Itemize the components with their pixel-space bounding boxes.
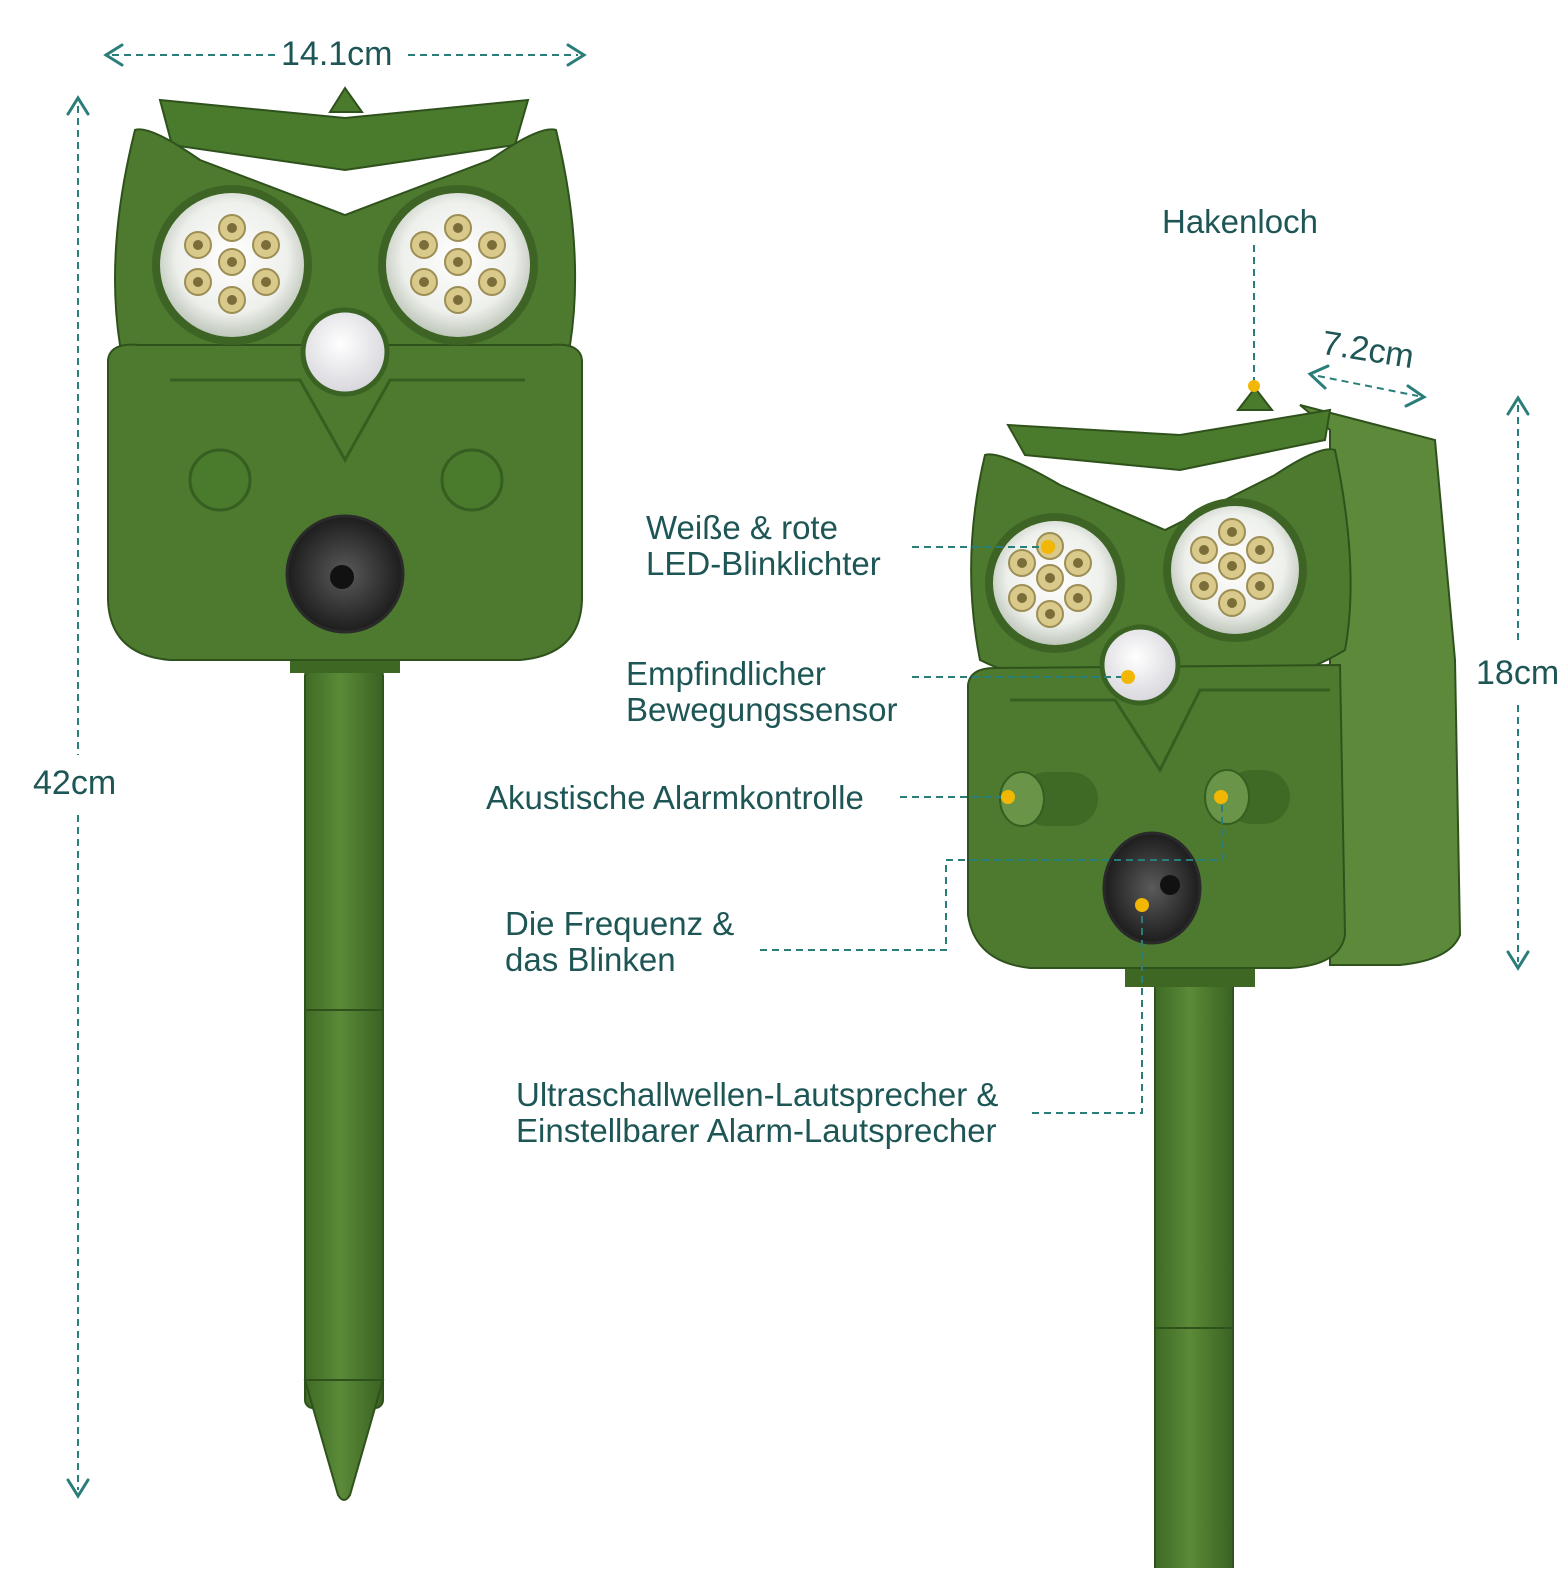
marker-hook [1248, 380, 1260, 392]
dimension-lines [77, 54, 1519, 1490]
side-left-eye-led [985, 513, 1125, 653]
dimension-arrows [66, 43, 1530, 1499]
callout-speaker-line2: Einstellbarer Alarm-Lautsprecher [516, 1112, 997, 1149]
side-body [967, 663, 1347, 969]
side-motion-sensor [1099, 624, 1181, 706]
side-view-owl [967, 386, 1462, 1573]
front-view-owl [107, 86, 583, 1501]
callout-alarm-control: Akustische Alarmkontrolle [486, 779, 864, 816]
front-hook-hole [328, 86, 364, 113]
side-hook-hole [1235, 386, 1275, 411]
front-stake-tip [303, 1379, 385, 1501]
marker-led [1041, 540, 1055, 554]
dimension-height-label: 42cm [33, 764, 117, 802]
callout-speaker-line1: Ultraschallwellen-Lautsprecher & [516, 1076, 999, 1113]
side-stake [1154, 977, 1234, 1573]
marker-sensor [1121, 670, 1135, 684]
side-speaker [1102, 831, 1202, 945]
side-left-knob [999, 771, 1098, 827]
callout-frequency-line1: Die Frequenz & [505, 905, 735, 942]
front-left-knob [188, 448, 252, 512]
callout-sensor-line2: Bewegungssensor [626, 691, 898, 728]
callout-hook-hole: Hakenloch [1162, 203, 1318, 240]
front-motion-sensor [300, 307, 390, 397]
marker-knob-left [1001, 790, 1015, 804]
callout-leds-line1: Weiße & rote [646, 509, 838, 546]
callout-frequency-line2: das Blinken [505, 941, 676, 978]
front-body [107, 343, 583, 661]
dimension-width-label: 14.1cm [278, 36, 396, 72]
marker-knob-right [1214, 790, 1228, 804]
dimension-body-height-label: 18cm [1476, 654, 1560, 692]
callout-markers [1001, 380, 1260, 912]
callout-sensor-line1: Empfindlicher [626, 655, 826, 692]
front-right-eye-led [378, 185, 538, 345]
callout-leaders [760, 245, 1255, 1114]
front-right-knob [440, 448, 504, 512]
callout-leds-line2: LED-Blinklichter [646, 545, 881, 582]
front-stake [304, 667, 384, 1409]
marker-speaker [1135, 898, 1149, 912]
front-left-eye-led [152, 185, 312, 345]
side-right-eye-led [1163, 498, 1307, 642]
